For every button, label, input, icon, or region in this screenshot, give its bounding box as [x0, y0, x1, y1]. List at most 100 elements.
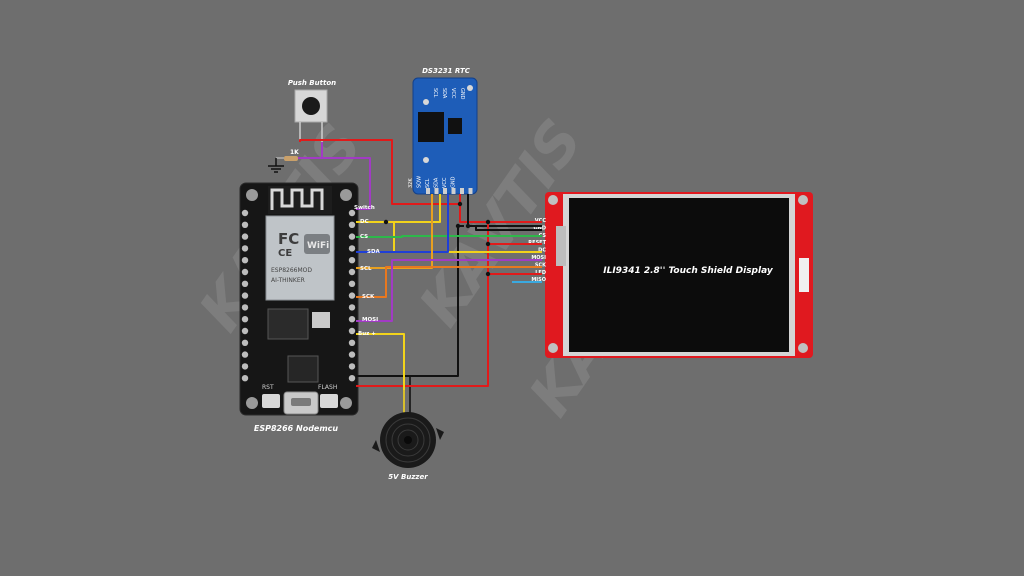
buzzer: 5V Buzzer	[372, 375, 444, 481]
push-button-cap	[302, 97, 320, 115]
micro-usb-opening	[291, 398, 311, 406]
display-pin-label: MOSI	[531, 255, 546, 261]
wire	[356, 194, 449, 253]
rtc-top-pin-label: SCL	[432, 88, 438, 98]
rtc-eeprom	[448, 118, 462, 134]
pulldown-resistor: 1K	[276, 149, 299, 161]
ce-logo: CE	[278, 248, 292, 259]
rtc-bottom-pin	[426, 188, 430, 194]
wire-junction	[457, 201, 463, 207]
esp-pin-right	[348, 327, 356, 335]
rtc-label: DS3231 RTC	[422, 67, 471, 75]
push-button: Push Button	[288, 79, 336, 142]
rtc-top-pin-label: VCC	[450, 88, 456, 99]
display-pin-label: CS	[539, 233, 547, 239]
buzzer-label: 5V Buzzer	[388, 473, 428, 481]
esp-smd-part	[312, 312, 330, 328]
esp-pin-right	[348, 351, 356, 358]
esp-pin-left	[241, 257, 249, 264]
wires	[298, 139, 542, 390]
esp-pin-left	[241, 268, 249, 276]
esp-pin-label-mosi: MOSI	[362, 317, 378, 323]
rtc-bottom-pin	[434, 188, 439, 194]
esp-pin-right	[348, 375, 356, 382]
wifi-logo-box	[304, 234, 330, 254]
esp-pin-right	[348, 339, 356, 346]
esp-pin-left	[241, 209, 249, 217]
wire	[488, 221, 542, 275]
module-vendor: AI-THINKER	[271, 277, 305, 284]
esp-pin-right	[348, 233, 356, 240]
esp-mount-hole	[340, 189, 352, 201]
esp-pin-right	[348, 268, 356, 276]
buzzer-ring	[391, 423, 425, 457]
esp-mount-hole	[246, 397, 258, 409]
wire-junction	[465, 223, 471, 229]
rtc-top-pin-label: SDA	[441, 88, 447, 99]
display-mount-hole	[798, 195, 808, 205]
esp-regulator	[267, 308, 309, 340]
esp-wifi-shield	[265, 215, 335, 301]
rtc-bottom-pin	[460, 188, 464, 194]
rtc-bottom-pin-label: VCC	[442, 177, 448, 188]
rtc-hole	[423, 99, 429, 105]
esp-pin-left	[241, 351, 249, 358]
esp-mount-hole	[340, 397, 352, 409]
esp-pin-right	[348, 245, 356, 252]
wire	[356, 259, 542, 322]
wire	[356, 222, 489, 387]
buzzer-ring	[385, 417, 431, 463]
esp-pin-label-scl: SCL	[360, 266, 372, 272]
display-pin-label: MISO	[531, 277, 546, 283]
display-label: ILI9341 2.8'' Touch Shield Display	[603, 266, 774, 276]
esp-header-pins	[241, 209, 356, 382]
esp-pin-left	[241, 375, 249, 382]
display-screen	[569, 198, 789, 352]
esp-pin-right	[348, 316, 356, 323]
wire-junction	[455, 223, 461, 229]
esp-pin-label-switch: Switch	[354, 205, 375, 211]
esp-pin-right	[348, 363, 356, 370]
flash-button	[320, 394, 338, 408]
ili9341-display: ILI9341 2.8'' Touch Shield Display VCCGN…	[528, 192, 813, 358]
wifi-logo: WiFi	[307, 241, 329, 251]
esp-pin-right	[348, 221, 356, 228]
display-pin-label: LED	[535, 270, 546, 276]
display-connector	[556, 226, 566, 266]
wire-junction	[485, 271, 491, 277]
sd-card-slot	[799, 258, 809, 292]
rtc-bottom-pin-label: GND	[451, 176, 457, 188]
rtc-top-pin-label: GND	[459, 88, 465, 100]
esp-pin-left	[241, 221, 249, 228]
esp-usb-chip	[287, 355, 319, 383]
display-pin-label: SCK	[535, 262, 547, 268]
buzzer-center	[404, 436, 412, 444]
rtc-bottom-pin	[451, 188, 456, 194]
rtc-hole	[423, 157, 429, 163]
rtc-bottom-pin-label: SQW	[417, 176, 423, 188]
rst-label: RST	[262, 384, 274, 391]
nodemcu-label: ESP8266 Nodemcu	[254, 424, 339, 433]
esp-pin-left	[241, 339, 249, 346]
wire	[298, 142, 371, 210]
rtc-bottom-pin-label: SDA	[434, 177, 440, 188]
esp-pin-labels: Switch DC CS SDA SCL SCK MOSI Buz +	[354, 205, 381, 337]
rtc-bottom-pin-label: 32K	[408, 178, 414, 188]
esp-pin-left	[241, 363, 249, 370]
esp-pin-left	[241, 292, 249, 299]
ground-symbol	[268, 158, 284, 173]
esp-pin-right	[348, 280, 356, 287]
esp-pin-left	[241, 280, 249, 287]
rtc-bottom-pin	[443, 188, 447, 194]
buzzer-ring	[397, 429, 419, 451]
display-pin-label: GND	[534, 225, 546, 231]
flash-label: FLASH	[318, 384, 337, 391]
rtc-bottom-pin-label: SCL	[425, 178, 431, 188]
wire-junction	[485, 219, 491, 225]
rtc-chip	[418, 112, 444, 142]
buzzer-tab	[436, 428, 444, 440]
esp-pin-label-buzzer: Buz +	[358, 331, 376, 337]
esp8266-nodemcu: FC CE WiFi ESP8266MOD AI-THINKER RST FLA…	[239, 182, 359, 416]
rtc-bottom-pin	[468, 188, 473, 194]
